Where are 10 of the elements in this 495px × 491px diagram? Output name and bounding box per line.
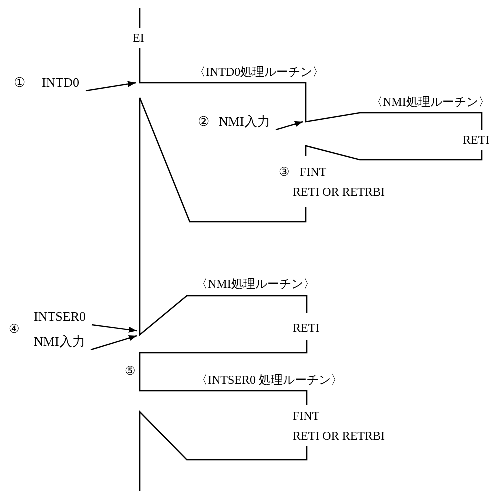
signal-label: NMI入力 [219,114,270,130]
signal-label: NMI入力 [34,334,86,350]
arrow [86,81,136,92]
step-number: ① [14,75,26,91]
step-number: ② [198,114,210,130]
signal-label: INTSER0 [34,309,86,325]
signal-label: INTD0 [42,75,80,91]
arrow [92,324,138,333]
arrow [90,335,138,351]
arrow [276,121,304,131]
